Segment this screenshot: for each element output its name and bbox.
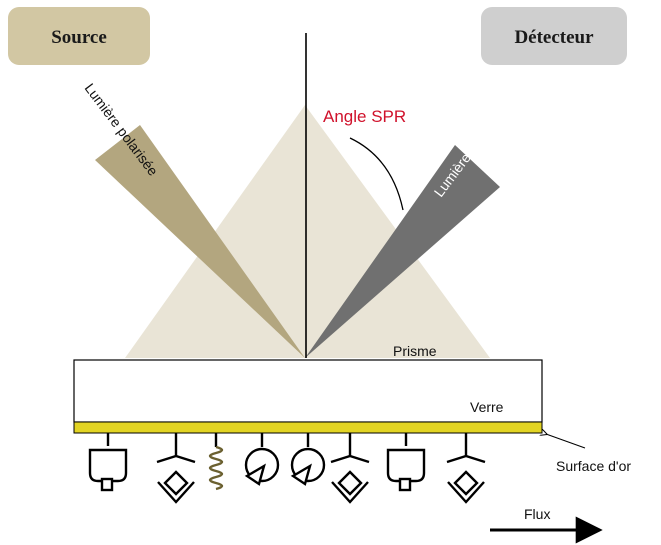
glass-slab	[73, 359, 543, 423]
spr-angle-arc	[349, 137, 404, 211]
detector-label: Détecteur	[514, 27, 594, 48]
glass-label: Verre	[470, 399, 504, 415]
spr-angle-label: Angle SPR	[323, 107, 406, 126]
detector-box	[481, 7, 627, 65]
reflected-light-beam	[305, 145, 500, 358]
receptor-bell-1	[88, 433, 128, 492]
gold-layer	[73, 421, 543, 434]
receptor-antibody-2	[330, 433, 370, 504]
gold-surface-label: Surface d'or	[556, 458, 631, 474]
prism-label: Prisme	[393, 343, 437, 359]
gold-surface-pointer	[546, 434, 586, 449]
incident-light-beam	[95, 125, 305, 358]
receptor-bell-2	[386, 433, 426, 492]
receptor-antibody-1	[156, 433, 196, 504]
receptor-ring-1	[244, 433, 280, 486]
flow-label: Flux	[524, 506, 550, 522]
source-box	[8, 7, 150, 65]
receptor-antibody-3	[446, 433, 486, 504]
receptor-spring	[208, 433, 224, 491]
prism	[125, 105, 490, 358]
receptor-ring-2	[290, 433, 326, 486]
source-label: Source	[51, 27, 107, 48]
